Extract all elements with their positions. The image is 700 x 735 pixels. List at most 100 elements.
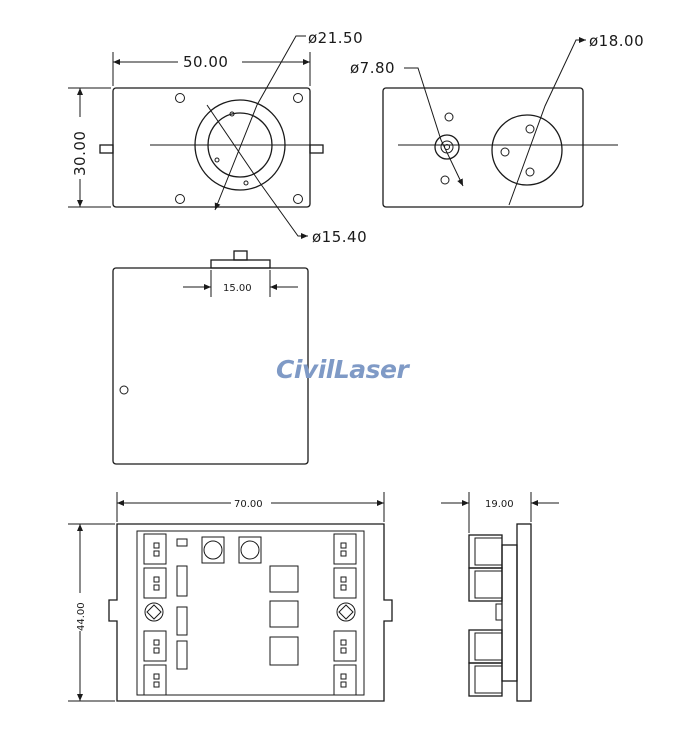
board-outline xyxy=(108,523,393,702)
inner-diameter-label: ø15.40 xyxy=(312,228,367,246)
left-potentiometer xyxy=(144,602,164,622)
side-standoff xyxy=(501,544,518,682)
side-terminal xyxy=(468,567,503,602)
large-port-hole xyxy=(525,124,535,134)
label-mask xyxy=(178,52,242,70)
terminal-pin xyxy=(153,647,160,654)
side-terminal-face xyxy=(474,632,503,661)
side-view-pin xyxy=(233,250,248,261)
terminal-pin xyxy=(340,681,347,688)
side-terminal xyxy=(468,662,503,697)
large-port-label: ø18.00 xyxy=(589,32,644,50)
terminal-pin xyxy=(340,673,347,680)
side-terminal-face xyxy=(474,537,503,566)
terminal-block xyxy=(333,533,357,565)
ic-chip xyxy=(176,606,188,636)
small-port-outer xyxy=(434,134,460,160)
terminal-block xyxy=(143,567,167,599)
large-port-hole xyxy=(500,147,510,157)
flange-screw xyxy=(243,180,249,186)
side-view: 15.00 xyxy=(112,250,309,465)
right-potentiometer xyxy=(336,602,356,622)
square-component xyxy=(269,600,299,628)
mounting-hole xyxy=(175,194,185,204)
terminal-block xyxy=(333,664,357,696)
terminal-block xyxy=(143,664,167,696)
terminal-pin xyxy=(153,576,160,583)
board-width-label: 70.00 xyxy=(234,499,263,510)
terminal-pin xyxy=(153,639,160,646)
end-view-body xyxy=(382,87,584,208)
board-side-view: 19.00 xyxy=(441,492,559,702)
top-view-left-pin xyxy=(99,144,114,154)
large-port-hole xyxy=(525,167,535,177)
push-button-cap xyxy=(203,540,223,560)
terminal-block xyxy=(333,567,357,599)
terminal-pin xyxy=(153,550,160,557)
small-component xyxy=(176,538,188,547)
terminal-pin xyxy=(153,542,160,549)
width-label: 50.00 xyxy=(183,53,228,71)
terminal-pin xyxy=(340,647,347,654)
side-terminal-face xyxy=(474,570,503,599)
terminal-pin xyxy=(340,639,347,646)
inner-diameter-leader xyxy=(206,104,308,239)
mounting-hole xyxy=(293,194,303,204)
depth-label: 19.00 xyxy=(485,499,514,510)
terminal-pin xyxy=(340,550,347,557)
side-terminal xyxy=(468,629,503,664)
end-view: ø7.80 ø18.00 xyxy=(350,32,644,208)
ic-chip xyxy=(176,640,188,670)
side-view-hole xyxy=(119,385,129,395)
potentiometer-slot xyxy=(146,604,162,620)
terminal-block xyxy=(143,630,167,662)
tab-width-label: 15.00 xyxy=(223,283,252,294)
top-view: ø21.50 ø15.40 50.00 30.00 xyxy=(68,29,367,246)
board-view: 70.00 44.00 xyxy=(68,492,393,702)
board-height-label: 44.00 xyxy=(76,602,87,631)
side-view-tab xyxy=(210,259,271,269)
side-pcb xyxy=(516,523,532,702)
outer-diameter-leader xyxy=(214,35,306,211)
top-view-right-pin xyxy=(309,144,324,154)
side-terminal-face xyxy=(474,665,503,694)
left-connectors xyxy=(143,533,167,696)
ic-chip xyxy=(176,565,188,597)
small-port-label: ø7.80 xyxy=(350,59,395,77)
square-component xyxy=(269,565,299,593)
terminal-pin xyxy=(340,576,347,583)
square-component xyxy=(269,636,299,666)
brand-watermark: CivilLaser xyxy=(276,355,410,384)
height-label: 30.00 xyxy=(71,131,89,176)
large-port xyxy=(491,114,563,186)
flange-screw xyxy=(229,111,235,117)
large-port-leader xyxy=(508,37,586,206)
potentiometer-ring xyxy=(144,602,164,622)
terminal-pin xyxy=(153,673,160,680)
side-terminal xyxy=(468,534,503,569)
end-view-hole xyxy=(444,112,454,122)
side-component xyxy=(495,603,503,621)
end-view-hole xyxy=(440,175,450,185)
label-mask xyxy=(70,593,90,631)
mounting-hole xyxy=(293,93,303,103)
push-button-cap xyxy=(240,540,260,560)
small-port-leader xyxy=(404,67,464,187)
push-button xyxy=(238,536,262,564)
terminal-block xyxy=(143,533,167,565)
terminal-pin xyxy=(340,584,347,591)
right-connectors xyxy=(333,533,357,696)
mounting-hole xyxy=(175,93,185,103)
potentiometer-ring xyxy=(336,602,356,622)
label-mask xyxy=(68,117,90,179)
terminal-block xyxy=(333,630,357,662)
board-inner-frame xyxy=(136,530,365,696)
top-view-body xyxy=(112,87,311,208)
terminal-pin xyxy=(340,542,347,549)
push-button xyxy=(201,536,225,564)
label-mask xyxy=(231,496,271,510)
potentiometer-slot xyxy=(338,604,354,620)
terminal-pin xyxy=(153,681,160,688)
terminal-pin xyxy=(153,584,160,591)
